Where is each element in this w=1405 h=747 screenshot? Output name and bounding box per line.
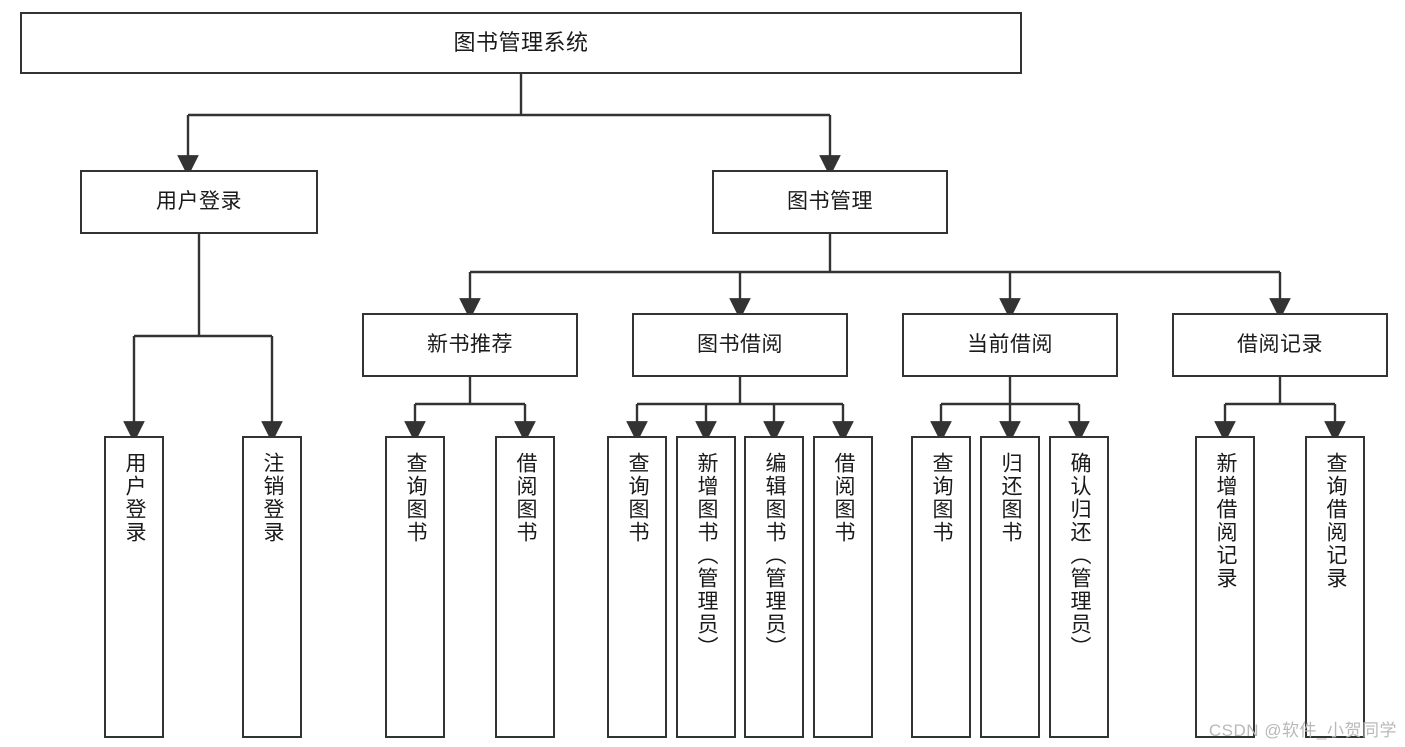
- node-label: 借阅图书: [514, 452, 538, 544]
- node-label: 借阅图书: [832, 452, 856, 544]
- node-label: 新增借阅记录: [1214, 452, 1238, 590]
- leaf-new-book-borrow[interactable]: 借阅图书: [495, 436, 555, 738]
- node-label: 归还图书: [999, 452, 1023, 544]
- node-label: 用户登录: [156, 189, 242, 213]
- leaf-book-borrow-borrow[interactable]: 借阅图书: [813, 436, 873, 738]
- leaf-user-login-signout[interactable]: 注销登录: [242, 436, 302, 738]
- node-user-login[interactable]: 用户登录: [80, 170, 318, 234]
- node-root-book-management-system[interactable]: 图书管理系统: [20, 12, 1022, 74]
- leaf-book-borrow-query[interactable]: 查询图书: [607, 436, 667, 738]
- node-label: 注销登录: [261, 452, 285, 544]
- leaf-current-borrow-return[interactable]: 归还图书: [980, 436, 1040, 738]
- node-label: 查询图书: [626, 452, 650, 544]
- node-borrow-record[interactable]: 借阅记录: [1172, 313, 1388, 377]
- node-label: 图书管理系统: [453, 30, 589, 56]
- leaf-current-borrow-query[interactable]: 查询图书: [911, 436, 971, 738]
- node-book-borrow[interactable]: 图书借阅: [632, 313, 848, 377]
- leaf-borrow-record-add[interactable]: 新增借阅记录: [1195, 436, 1255, 738]
- node-book-management[interactable]: 图书管理: [712, 170, 948, 234]
- node-label: 编辑图书（管理员）: [763, 452, 787, 659]
- node-new-book-recommend[interactable]: 新书推荐: [362, 313, 578, 377]
- leaf-user-login-signin[interactable]: 用户登录: [104, 436, 164, 738]
- node-label: 图书借阅: [697, 332, 783, 356]
- leaf-new-book-query[interactable]: 查询图书: [385, 436, 445, 738]
- node-current-borrow[interactable]: 当前借阅: [902, 313, 1118, 377]
- leaf-borrow-record-query[interactable]: 查询借阅记录: [1305, 436, 1365, 738]
- leaf-book-borrow-add[interactable]: 新增图书（管理员）: [676, 436, 736, 738]
- node-label: 查询图书: [404, 452, 428, 544]
- node-label: 图书管理: [787, 189, 873, 213]
- node-label: 查询借阅记录: [1324, 452, 1348, 590]
- csdn-watermark: CSDN @软件_小贺同学: [1208, 721, 1397, 740]
- leaf-book-borrow-edit[interactable]: 编辑图书（管理员）: [744, 436, 804, 738]
- node-label: 新书推荐: [427, 332, 513, 356]
- node-label: 确认归还（管理员）: [1068, 452, 1092, 659]
- node-label: 查询图书: [930, 452, 954, 544]
- node-label: 当前借阅: [967, 332, 1053, 356]
- leaf-current-borrow-confirm-return[interactable]: 确认归还（管理员）: [1049, 436, 1109, 738]
- node-label: 用户登录: [123, 452, 147, 544]
- node-label: 借阅记录: [1237, 332, 1323, 356]
- node-label: 新增图书（管理员）: [695, 452, 719, 659]
